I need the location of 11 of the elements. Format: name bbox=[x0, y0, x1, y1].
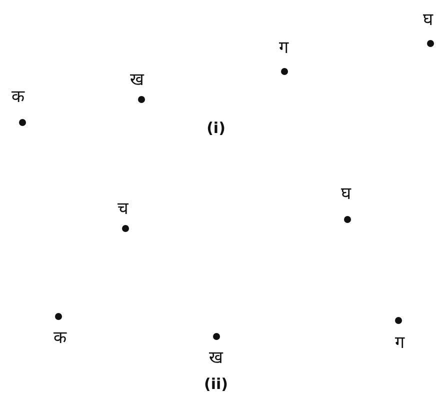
point-label: ख bbox=[209, 348, 223, 368]
figure-caption: (i) bbox=[206, 119, 226, 137]
point-label: क bbox=[54, 328, 66, 348]
point-label: घ bbox=[341, 184, 351, 204]
point-label: ग bbox=[279, 38, 289, 58]
figure-caption: (ii) bbox=[204, 375, 228, 393]
point-label: घ bbox=[423, 10, 433, 30]
point-label: क bbox=[12, 87, 24, 107]
point-label: ख bbox=[130, 70, 144, 90]
point-label: ग bbox=[395, 333, 405, 353]
point-label: च bbox=[118, 199, 128, 219]
